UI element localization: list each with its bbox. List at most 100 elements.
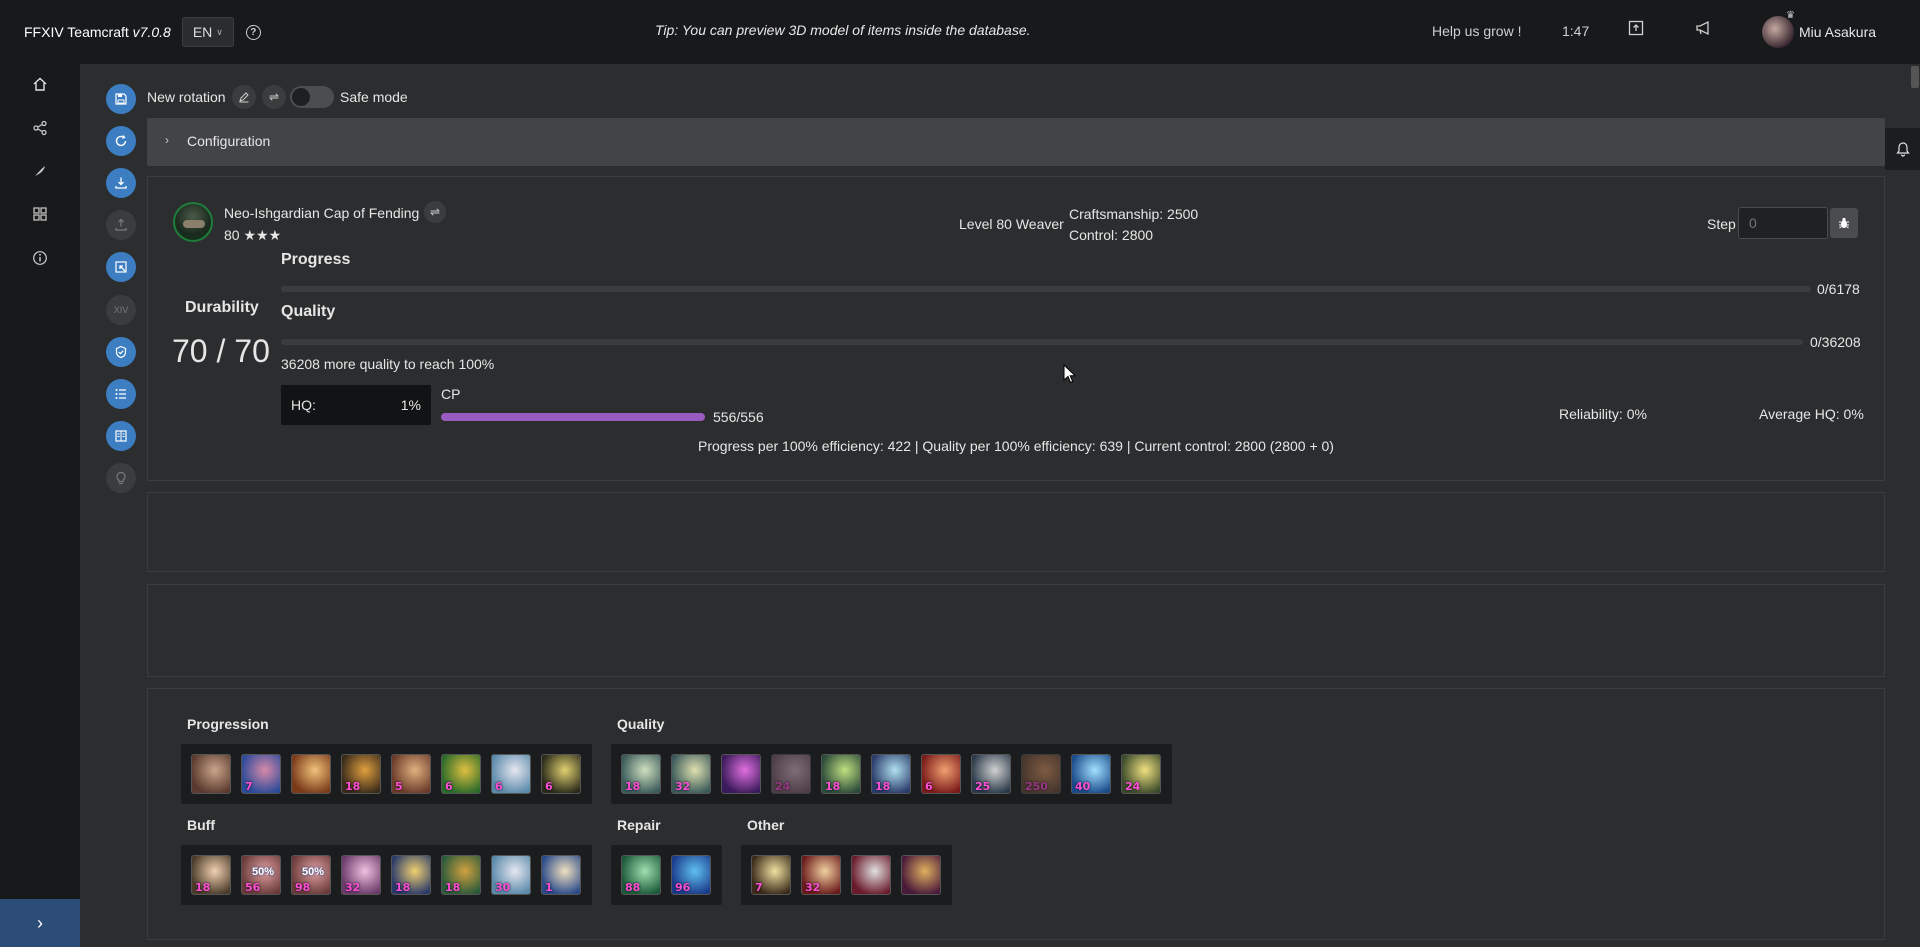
- reset-rotation-button[interactable]: [106, 126, 136, 156]
- action-inner-quiet-icon[interactable]: 18: [191, 855, 231, 895]
- change-item-button[interactable]: ⇌: [424, 201, 446, 223]
- configuration-label: Configuration: [187, 133, 271, 149]
- announcement-icon[interactable]: [1695, 20, 1713, 41]
- xiv-icon: XIV: [113, 305, 129, 315]
- action-final-appraisal-icon[interactable]: 1: [541, 855, 581, 895]
- info-icon[interactable]: [30, 248, 50, 268]
- action-cp-cost: 6: [445, 780, 453, 793]
- action-trained-finesse-icon[interactable]: 40: [1071, 754, 1111, 794]
- language-select[interactable]: EN ∨: [181, 17, 234, 47]
- action-cp-cost: 56: [245, 881, 261, 894]
- craftsmanship-stat: Craftsmanship: 2500: [1069, 206, 1199, 222]
- share-icon[interactable]: [30, 118, 50, 138]
- chevron-down-icon: ∨: [216, 26, 223, 37]
- save-rotation-button[interactable]: [106, 84, 136, 114]
- action-great-strides-icon[interactable]: 50%56: [241, 855, 281, 895]
- help-us-grow-link[interactable]: Help us grow !: [1432, 23, 1522, 39]
- action-observe-icon[interactable]: 7: [751, 855, 791, 895]
- action-precise-touch-icon[interactable]: 24: [771, 754, 811, 794]
- export-rotation-button[interactable]: [106, 210, 136, 240]
- scrollbar[interactable]: [1905, 64, 1920, 947]
- user-menu[interactable]: ♛ Miu Asakura: [1762, 10, 1876, 48]
- home-icon[interactable]: [30, 74, 50, 94]
- swap-icon[interactable]: ⇌: [262, 85, 286, 109]
- rotation-name: New rotation: [147, 89, 226, 105]
- debug-button[interactable]: [1830, 208, 1858, 238]
- item-name[interactable]: Neo-Ishgardian Cap of Fending: [224, 205, 420, 221]
- action-cp-cost: 6: [545, 780, 553, 793]
- action-advanced-touch-icon[interactable]: 25: [971, 754, 1011, 794]
- action-standard-touch-icon[interactable]: 32: [671, 754, 711, 794]
- action-manipulation-icon[interactable]: 30: [491, 855, 531, 895]
- action-waste-not-ii-icon[interactable]: 18: [441, 855, 481, 895]
- xiv-macro-button[interactable]: XIV: [106, 295, 136, 325]
- app-version: v7.0.8: [132, 24, 171, 40]
- quality-bar: [281, 339, 1803, 345]
- edit-name-button[interactable]: [232, 85, 256, 109]
- action-cp-cost: 1: [545, 881, 553, 894]
- action-cp-cost: 96: [675, 881, 691, 894]
- progress-count: 0/6178: [1817, 281, 1860, 297]
- toggle-knob: [292, 88, 310, 106]
- repair-actions: 88 96: [611, 845, 722, 905]
- action-daring-touch-icon[interactable]: [901, 855, 941, 895]
- action-careful-synthesis-icon[interactable]: 18: [341, 754, 381, 794]
- action-focused-touch-icon[interactable]: 6: [921, 754, 961, 794]
- action-basic-synthesis-icon[interactable]: [191, 754, 231, 794]
- action-muscle-memory-icon[interactable]: [291, 754, 331, 794]
- buff-label: Buff: [187, 817, 215, 833]
- action-focused-synthesis-icon[interactable]: 5: [391, 754, 431, 794]
- scrollbar-thumb[interactable]: [1911, 66, 1919, 88]
- app-brand[interactable]: FFXIV Teamcraft v7.0.8: [24, 24, 171, 40]
- action-basic-touch-icon[interactable]: 18: [621, 754, 661, 794]
- bulb-button[interactable]: [106, 463, 136, 493]
- shield-check-button[interactable]: [106, 337, 136, 367]
- sidebar-expand-button[interactable]: ›: [0, 899, 80, 947]
- list-button[interactable]: [106, 379, 136, 409]
- hq-label: HQ:: [291, 397, 316, 413]
- feather-icon[interactable]: [30, 161, 50, 181]
- reliability-text: Reliability: 0%: [1559, 406, 1647, 422]
- quality-group-label: Quality: [617, 716, 665, 732]
- action-cp-cost: 88: [625, 881, 641, 894]
- book-button[interactable]: [106, 421, 136, 451]
- open-external-button[interactable]: [106, 252, 136, 282]
- action-preparatory-touch-icon[interactable]: 18: [871, 754, 911, 794]
- apps-icon[interactable]: [30, 204, 50, 224]
- rotation-actions-panel: [147, 584, 1885, 677]
- action-delicate-synthesis-icon[interactable]: 32: [801, 855, 841, 895]
- import-rotation-button[interactable]: [106, 168, 136, 198]
- action-groundwork-icon[interactable]: 6: [441, 754, 481, 794]
- action-bonus-label: 50%: [252, 866, 275, 878]
- cp-label: CP: [441, 386, 461, 402]
- progression-label: Progression: [187, 716, 269, 732]
- action-waste-not-icon[interactable]: 18: [391, 855, 431, 895]
- action-trained-eye-icon[interactable]: 250: [1021, 754, 1061, 794]
- action-cp-cost: 24: [1125, 780, 1141, 793]
- safe-mode-toggle[interactable]: [290, 86, 334, 108]
- action-trained-perfection-icon[interactable]: [851, 855, 891, 895]
- action-rapid-synthesis-icon[interactable]: 7: [241, 754, 281, 794]
- action-prudent-synthesis-icon[interactable]: 6: [541, 754, 581, 794]
- action-intensive-synthesis-icon[interactable]: 6: [491, 754, 531, 794]
- action-refined-touch-icon[interactable]: 24: [1121, 754, 1161, 794]
- action-innovation-icon[interactable]: 50%98: [291, 855, 331, 895]
- action-cp-cost: 32: [675, 780, 691, 793]
- action-cp-cost: 32: [345, 881, 361, 894]
- step-input[interactable]: [1738, 207, 1828, 239]
- action-immaculate-mend-icon[interactable]: 96: [671, 855, 711, 895]
- quality-label: Quality: [281, 303, 336, 320]
- action-veneration-icon[interactable]: 32: [341, 855, 381, 895]
- action-cp-cost: 18: [345, 780, 361, 793]
- action-masters-mend-icon[interactable]: 88: [621, 855, 661, 895]
- simulation-panel: [147, 176, 1885, 481]
- notifications-tab[interactable]: [1885, 128, 1920, 170]
- action-prudent-touch-icon[interactable]: 18: [821, 754, 861, 794]
- upload-icon[interactable]: [1628, 20, 1644, 41]
- action-byregots-blessing-icon[interactable]: [721, 754, 761, 794]
- configuration-collapse[interactable]: › Configuration: [147, 118, 1885, 166]
- action-cp-cost: 18: [875, 780, 891, 793]
- help-icon[interactable]: ?: [245, 24, 261, 40]
